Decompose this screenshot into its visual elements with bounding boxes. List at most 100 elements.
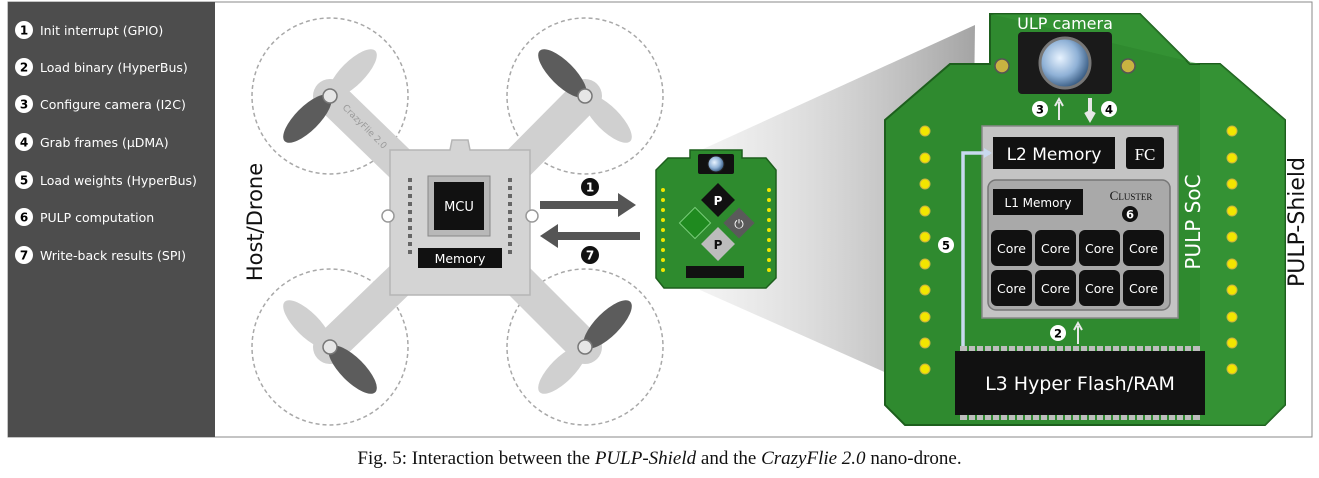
core (1079, 230, 1120, 266)
core-label: Core (1041, 281, 1070, 296)
legend-item: 4 Grab frames (µDMA) (15, 133, 169, 151)
arrow-up-icon (1073, 320, 1083, 344)
step-number: 4 (1105, 103, 1113, 117)
legend-badge (15, 95, 33, 113)
core (1123, 230, 1164, 266)
shield-name-label: PULP-Shield (1285, 157, 1310, 287)
screw-icon (994, 58, 1010, 74)
core (1123, 270, 1164, 306)
caption-italic-drone: CrazyFlie 2.0 (761, 448, 866, 469)
pulp-logo-piece (678, 206, 712, 240)
legend-number: 4 (20, 136, 28, 150)
l1-memory-label: L1 Memory (1005, 196, 1072, 210)
mini-l3-chip (686, 266, 744, 278)
memory-label: Memory (435, 251, 486, 266)
propeller (538, 49, 632, 143)
legend-label: Init interrupt (GPIO) (40, 23, 163, 38)
caption-italic-shield: PULP-Shield (594, 448, 697, 469)
step-number: 6 (1126, 208, 1134, 222)
l3-memory-label: L3 Hyper Flash/RAM (985, 373, 1175, 395)
legend-label: Load weights (HyperBus) (40, 173, 197, 188)
legend-badge (15, 133, 33, 151)
l2-memory-label: L2 Memory (1007, 145, 1102, 165)
arrow-right-icon (984, 148, 992, 158)
legend-number: 2 (20, 61, 28, 75)
legend-item: 7 Write-back results (SPI) (15, 246, 186, 264)
pin-header (408, 178, 512, 254)
camera-label: ULP camera (1017, 14, 1113, 33)
core-grid: Core Core Core Core Core Core Core Core (991, 230, 1164, 306)
core (991, 270, 1032, 306)
soc-label: PULP SoC (1181, 174, 1205, 269)
pulp-shield: ULP camera 3 4 PULP SoC L2 Memory FC (884, 13, 1286, 426)
legend-badge (15, 58, 33, 76)
core-label: Core (997, 281, 1026, 296)
arrow-number: 7 (586, 249, 594, 263)
legend-label: Write-back results (SPI) (40, 248, 186, 263)
propeller (538, 300, 632, 394)
core (1079, 270, 1120, 306)
legend-badge (15, 171, 33, 189)
core-label: Core (997, 241, 1026, 256)
core (1035, 230, 1076, 266)
pulp-logo-letter: P (714, 238, 723, 252)
shield-pads-right (1226, 125, 1238, 375)
l2-memory (993, 137, 1115, 169)
legend-panel (8, 2, 215, 437)
core-label: Core (1085, 281, 1114, 296)
core-label: Core (1041, 241, 1070, 256)
power-icon: ⏻ (734, 217, 744, 231)
propeller (283, 300, 377, 394)
mini-camera-lens (707, 155, 725, 173)
step-number: 2 (1054, 327, 1062, 341)
fc-label: FC (1135, 145, 1156, 164)
propeller (283, 49, 377, 143)
core-label: Core (1129, 241, 1158, 256)
arrow-down-icon (1084, 98, 1096, 124)
core-label: Core (1129, 281, 1158, 296)
core-label: Core (1085, 241, 1114, 256)
arrow-badge (581, 178, 599, 196)
legend-badge (15, 208, 33, 226)
pulp-logo-piece (701, 183, 735, 217)
shield-pads-left (919, 125, 931, 375)
pulp-logo-piece (701, 227, 735, 261)
propeller-guard (251, 17, 409, 175)
arrow-badge (581, 246, 599, 264)
mini-pads (661, 188, 771, 272)
arrow-up-icon (1054, 96, 1064, 120)
cluster-label: Cluster (1110, 188, 1153, 203)
memory-chip (418, 248, 502, 268)
propeller-guard (506, 17, 664, 175)
mcu-label: MCU (444, 200, 474, 215)
propeller-guard (506, 268, 664, 426)
arrow-to-host: 7 (540, 224, 640, 264)
figure: 1 Init interrupt (GPIO) 2 Load binary (H… (7, 1, 1313, 438)
caption-prefix: Fig. 5: Interaction between the (357, 448, 595, 469)
core (1035, 270, 1076, 306)
step-badge (1050, 325, 1066, 341)
figure-caption: Fig. 5: Interaction between the PULP-Shi… (0, 448, 1319, 470)
legend-label: Load binary (HyperBus) (40, 60, 188, 75)
arrow-number: 1 (586, 181, 594, 195)
legend-number: 1 (20, 24, 28, 38)
caption-middle: and the (696, 448, 762, 469)
host-drone-label: Host/Drone (243, 163, 267, 281)
pulp-logo-letter: P (714, 194, 723, 208)
legend-item: 2 Load binary (HyperBus) (15, 58, 188, 76)
step-badge (938, 237, 954, 253)
screw-icon (1120, 58, 1136, 74)
caption-suffix: nano-drone. (865, 448, 962, 469)
legend-number: 5 (20, 174, 28, 188)
legend-label: PULP computation (40, 210, 154, 225)
step-badge (1122, 206, 1138, 222)
step-badge (1032, 101, 1048, 117)
step-badge (1101, 101, 1117, 117)
fc-block (1126, 137, 1164, 169)
mini-shield: P ⏻ P (655, 149, 777, 289)
step-number: 3 (1036, 103, 1044, 117)
weights-path (961, 151, 990, 350)
mount-hole (381, 209, 395, 223)
drone: MCU Memory CrazyFlie 2.0 Host/Drone (243, 17, 664, 426)
l3-memory (955, 351, 1205, 415)
